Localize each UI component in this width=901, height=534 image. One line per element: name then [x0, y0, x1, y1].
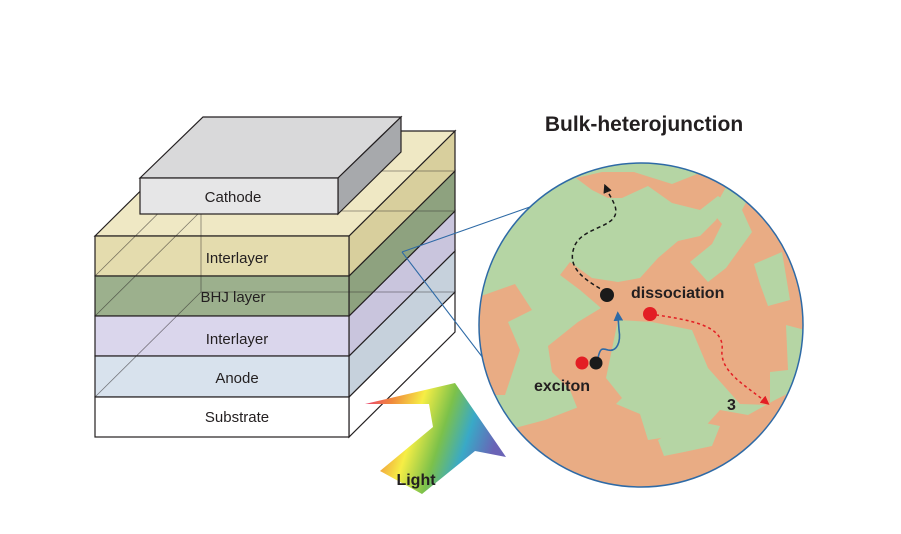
cathode-front — [139, 177, 339, 215]
light-label: Light — [396, 472, 436, 489]
interlayer-top-front — [94, 235, 350, 277]
substrate-front — [94, 396, 350, 438]
anode-front — [94, 355, 350, 398]
rainbow-arrow-icon — [365, 383, 506, 494]
hole-dot — [600, 288, 614, 302]
bubble-outline — [478, 162, 804, 488]
exciton-hole-dot — [589, 356, 603, 370]
acceptor-island-right — [754, 252, 790, 306]
exciton-diffusion-arrow — [597, 311, 624, 359]
anode-label: Anode — [215, 370, 258, 387]
cathode-label: Cathode — [205, 189, 262, 206]
hole-path-arrow — [571, 183, 617, 293]
step-number-label: 3 — [727, 397, 736, 414]
acceptor-island-bottom — [658, 420, 720, 456]
substrate-label: Substrate — [205, 409, 269, 426]
layer-stack: Cathode Interlayer BHJ layer Interlayer … — [93, 115, 457, 439]
exciton-electron-dot — [575, 356, 589, 370]
interlayer-bottom-label: Interlayer — [206, 331, 269, 348]
acceptor-island-upper — [690, 176, 760, 282]
light-arrow: Light — [365, 383, 506, 494]
electron-path-arrow — [649, 313, 770, 405]
dissociation-label: dissociation — [631, 285, 724, 302]
donor-domain-left — [479, 284, 532, 395]
interlayer-bottom-front — [94, 315, 350, 357]
exciton-label: exciton — [534, 378, 590, 395]
bhj-zoom-bubble: dissociation exciton 3 — [478, 162, 804, 488]
bubble-title: Bulk-heterojunction — [545, 113, 743, 136]
bhj-front — [94, 275, 350, 317]
bhj-layer-label: BHJ layer — [200, 289, 265, 306]
electron-dot — [643, 307, 657, 321]
interlayer-top-label: Interlayer — [206, 250, 269, 267]
